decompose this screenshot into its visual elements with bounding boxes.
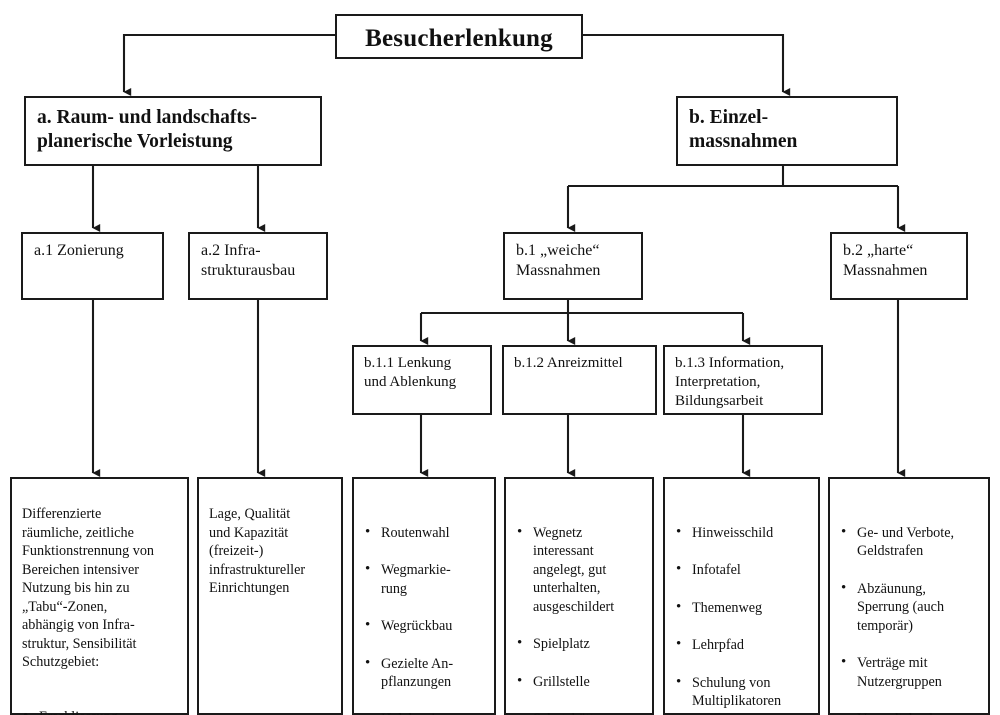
leaf-b12-content: Wegnetz interessant angelegt, gut unterh… bbox=[516, 487, 646, 715]
list-item: Routenwahl bbox=[364, 523, 488, 543]
leaf-a1-zonierung-details[interactable]: Differenzierte räumliche, zeitliche Funk… bbox=[10, 477, 189, 715]
leaf-b13-content: Hinweisschild Infotafel Themenweg Lehrpf… bbox=[675, 487, 812, 715]
node-b1-weiche-massnahmen[interactable]: b.1 „weiche“ Massnahmen bbox=[503, 232, 643, 300]
list-item: Gezielte An- pflanzungen bbox=[364, 654, 488, 692]
node-a1-label: a.1 Zonierung bbox=[34, 242, 124, 259]
list-item: Erschliessung bbox=[22, 707, 181, 715]
node-b-label: b. Einzel- massnahmen bbox=[689, 107, 798, 152]
node-b12-label: b.1.2 Anreizmittel bbox=[514, 355, 623, 371]
node-b-einzelmassnahmen[interactable]: b. Einzel- massnahmen bbox=[676, 96, 898, 166]
node-a-label: a. Raum- und landschafts- planerische Vo… bbox=[37, 107, 257, 152]
list-item: Wegrückbau bbox=[364, 616, 488, 636]
leaf-a1-paragraph: Differenzierte räumliche, zeitliche Funk… bbox=[22, 506, 155, 671]
node-a2-infrastrukturausbau[interactable]: a.2 Infra- strukturausbau bbox=[188, 232, 328, 300]
leaf-b11-bullet-list: Routenwahl Wegmarkie- rung Wegrückbau Ge… bbox=[364, 505, 488, 715]
node-b11-lenkung-und-ablenkung[interactable]: b.1.1 Lenkung und Ablenkung bbox=[352, 345, 492, 415]
list-item: Infotafel bbox=[675, 560, 812, 580]
node-b11-label: b.1.1 Lenkung und Ablenkung bbox=[364, 355, 457, 390]
node-a-raum-landschaftsplanerische-vorleistung[interactable]: a. Raum- und landschafts- planerische Vo… bbox=[24, 96, 322, 166]
leaf-b2-bullet-list: Ge- und Verbote, Geldstrafen Abzäunung, … bbox=[840, 505, 982, 715]
node-b2-harte-massnahmen[interactable]: b.2 „harte“ Massnahmen bbox=[830, 232, 968, 300]
list-item: Themenweg bbox=[675, 598, 812, 618]
leaf-b11-content: Routenwahl Wegmarkie- rung Wegrückbau Ge… bbox=[364, 487, 488, 715]
leaf-b2-details[interactable]: Ge- und Verbote, Geldstrafen Abzäunung, … bbox=[828, 477, 990, 715]
list-item: Abzäunung, Sperrung (auch temporär) bbox=[840, 579, 982, 635]
node-b12-anreizmittel[interactable]: b.1.2 Anreizmittel bbox=[502, 345, 657, 415]
node-b1-label: b.1 „weiche“ Massnahmen bbox=[516, 242, 601, 279]
leaf-b13-bullet-list: Hinweisschild Infotafel Themenweg Lehrpf… bbox=[675, 505, 812, 715]
leaf-a2-infrastrukturausbau-details[interactable]: Lage, Qualität und Kapazität (freizeit-)… bbox=[197, 477, 343, 715]
node-besucherlenkung-label: Besucherlenkung bbox=[365, 25, 553, 52]
list-item: Schulung von Multiplikatoren bbox=[675, 673, 812, 711]
edge-root-to-a bbox=[122, 33, 335, 97]
list-item: Spielplatz bbox=[516, 634, 646, 654]
list-item: Lehrpfad bbox=[675, 635, 812, 655]
leaf-b12-bullet-list: Wegnetz interessant angelegt, gut unterh… bbox=[516, 505, 646, 715]
leaf-b13-details[interactable]: Hinweisschild Infotafel Themenweg Lehrpf… bbox=[663, 477, 820, 715]
list-item: Grillstelle bbox=[516, 672, 646, 692]
node-a2-label: a.2 Infra- strukturausbau bbox=[201, 242, 296, 279]
list-item: Verträge mit Nutzergruppen bbox=[840, 653, 982, 691]
list-item: Umweltabgabe, Nutzungsentgelt bbox=[840, 709, 982, 715]
list-item: Ge- und Verbote, Geldstrafen bbox=[840, 523, 982, 561]
leaf-b2-content: Ge- und Verbote, Geldstrafen Abzäunung, … bbox=[840, 487, 982, 715]
node-b13-information-interpretation-bildungsarbeit[interactable]: b.1.3 Information, Interpretation, Bildu… bbox=[663, 345, 823, 415]
leaf-a1-content: Differenzierte räumliche, zeitliche Funk… bbox=[22, 487, 181, 715]
list-item: Holzbarriere bbox=[364, 709, 488, 715]
list-item: Hinweisschild bbox=[675, 523, 812, 543]
node-besucherlenkung[interactable]: Besucherlenkung bbox=[335, 14, 583, 59]
leaf-b12-details[interactable]: Wegnetz interessant angelegt, gut unterh… bbox=[504, 477, 654, 715]
leaf-a2-content: Lage, Qualität und Kapazität (freizeit-)… bbox=[209, 487, 335, 616]
list-item: Schutzhütte bbox=[516, 709, 646, 715]
node-b2-label: b.2 „harte“ Massnahmen bbox=[843, 242, 928, 279]
node-b13-label: b.1.3 Information, Interpretation, Bildu… bbox=[675, 355, 785, 409]
list-item: Wegmarkie- rung bbox=[364, 560, 488, 598]
leaf-a1-bullet-list: Erschliessung Nichterschliessung bbox=[22, 690, 181, 715]
edge-root-to-b bbox=[583, 33, 791, 97]
list-item: Wegnetz interessant angelegt, gut unterh… bbox=[516, 523, 646, 616]
node-a1-zonierung[interactable]: a.1 Zonierung bbox=[21, 232, 164, 300]
leaf-a2-paragraph: Lage, Qualität und Kapazität (freizeit-)… bbox=[209, 506, 306, 597]
leaf-b11-details[interactable]: Routenwahl Wegmarkie- rung Wegrückbau Ge… bbox=[352, 477, 496, 715]
